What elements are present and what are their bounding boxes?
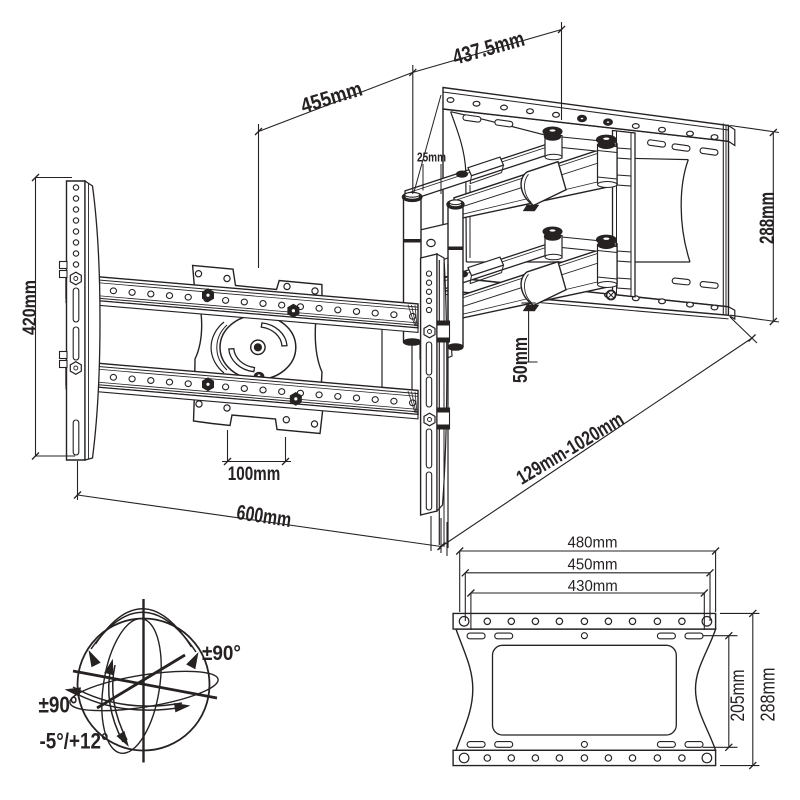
svg-text:-5°/+12°: -5°/+12° — [40, 729, 109, 754]
svg-text:600mm: 600mm — [235, 501, 293, 532]
svg-text:129mm-1020mm: 129mm-1020mm — [513, 408, 628, 489]
svg-text:430mm: 430mm — [568, 578, 618, 595]
svg-text:205mm: 205mm — [728, 670, 749, 722]
svg-text:±90°: ±90° — [39, 692, 78, 718]
svg-text:437.5mm: 437.5mm — [450, 26, 528, 70]
svg-text:25mm: 25mm — [417, 150, 446, 165]
svg-text:420mm: 420mm — [20, 280, 41, 335]
svg-text:288mm: 288mm — [756, 192, 779, 244]
svg-text:288mm: 288mm — [758, 668, 780, 722]
svg-text:±90°: ±90° — [202, 641, 241, 665]
svg-text:455mm: 455mm — [298, 78, 365, 118]
svg-text:100mm: 100mm — [228, 464, 281, 485]
svg-text:50mm: 50mm — [510, 337, 532, 383]
svg-text:450mm: 450mm — [568, 556, 618, 573]
svg-text:480mm: 480mm — [568, 535, 618, 552]
